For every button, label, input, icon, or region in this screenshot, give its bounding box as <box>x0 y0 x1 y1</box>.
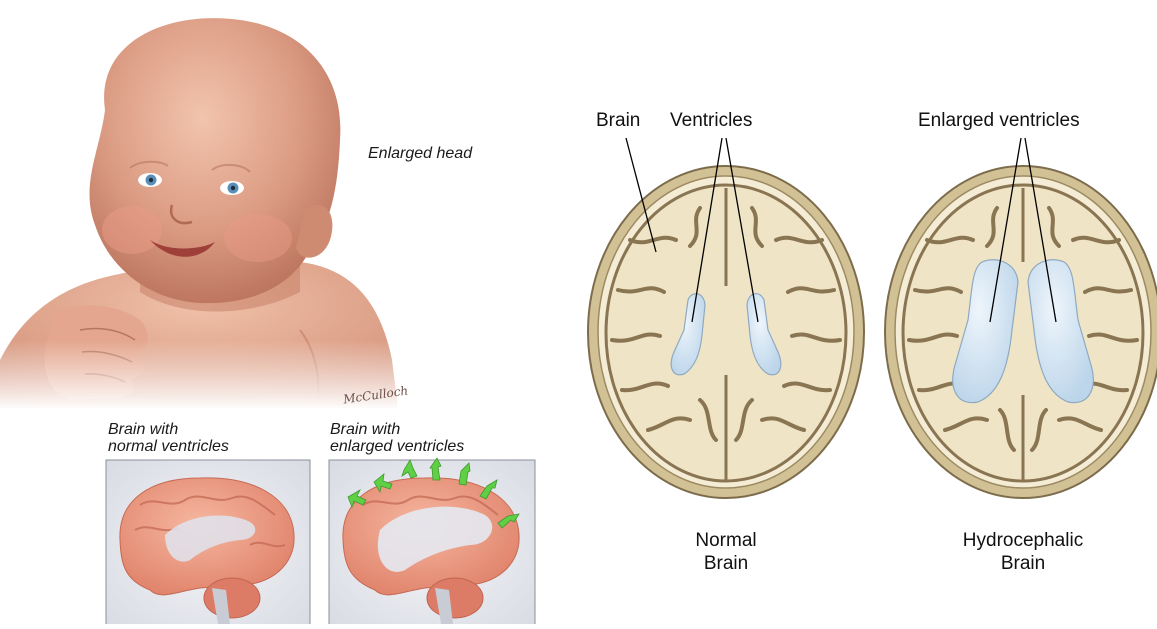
inset-normal-label-line1: Brain with <box>108 421 178 438</box>
hydro-caption-line1: Hydrocephalic <box>943 530 1103 552</box>
enlarged-ventricles-label: Enlarged ventricles <box>918 110 1080 132</box>
hydrocephalic-brain-section <box>885 138 1157 498</box>
inset-enlarged-label-line2: enlarged ventricles <box>330 438 464 455</box>
ventricles-label: Ventricles <box>670 110 752 132</box>
inset-normal-label-line2: normal ventricles <box>108 438 229 455</box>
normal-caption-line2: Brain <box>676 553 776 575</box>
inset-enlarged-label-line1: Brain with <box>330 421 400 438</box>
hydro-caption-line2: Brain <box>943 553 1103 575</box>
inset-enlarged-brain <box>329 458 535 624</box>
inset-normal-brain <box>106 460 310 624</box>
normal-caption-line1: Normal <box>676 530 776 552</box>
enlarged-head-label: Enlarged head <box>368 145 472 162</box>
normal-brain-section <box>588 138 864 498</box>
baby-illustration <box>0 18 400 410</box>
brain-label: Brain <box>596 110 640 132</box>
